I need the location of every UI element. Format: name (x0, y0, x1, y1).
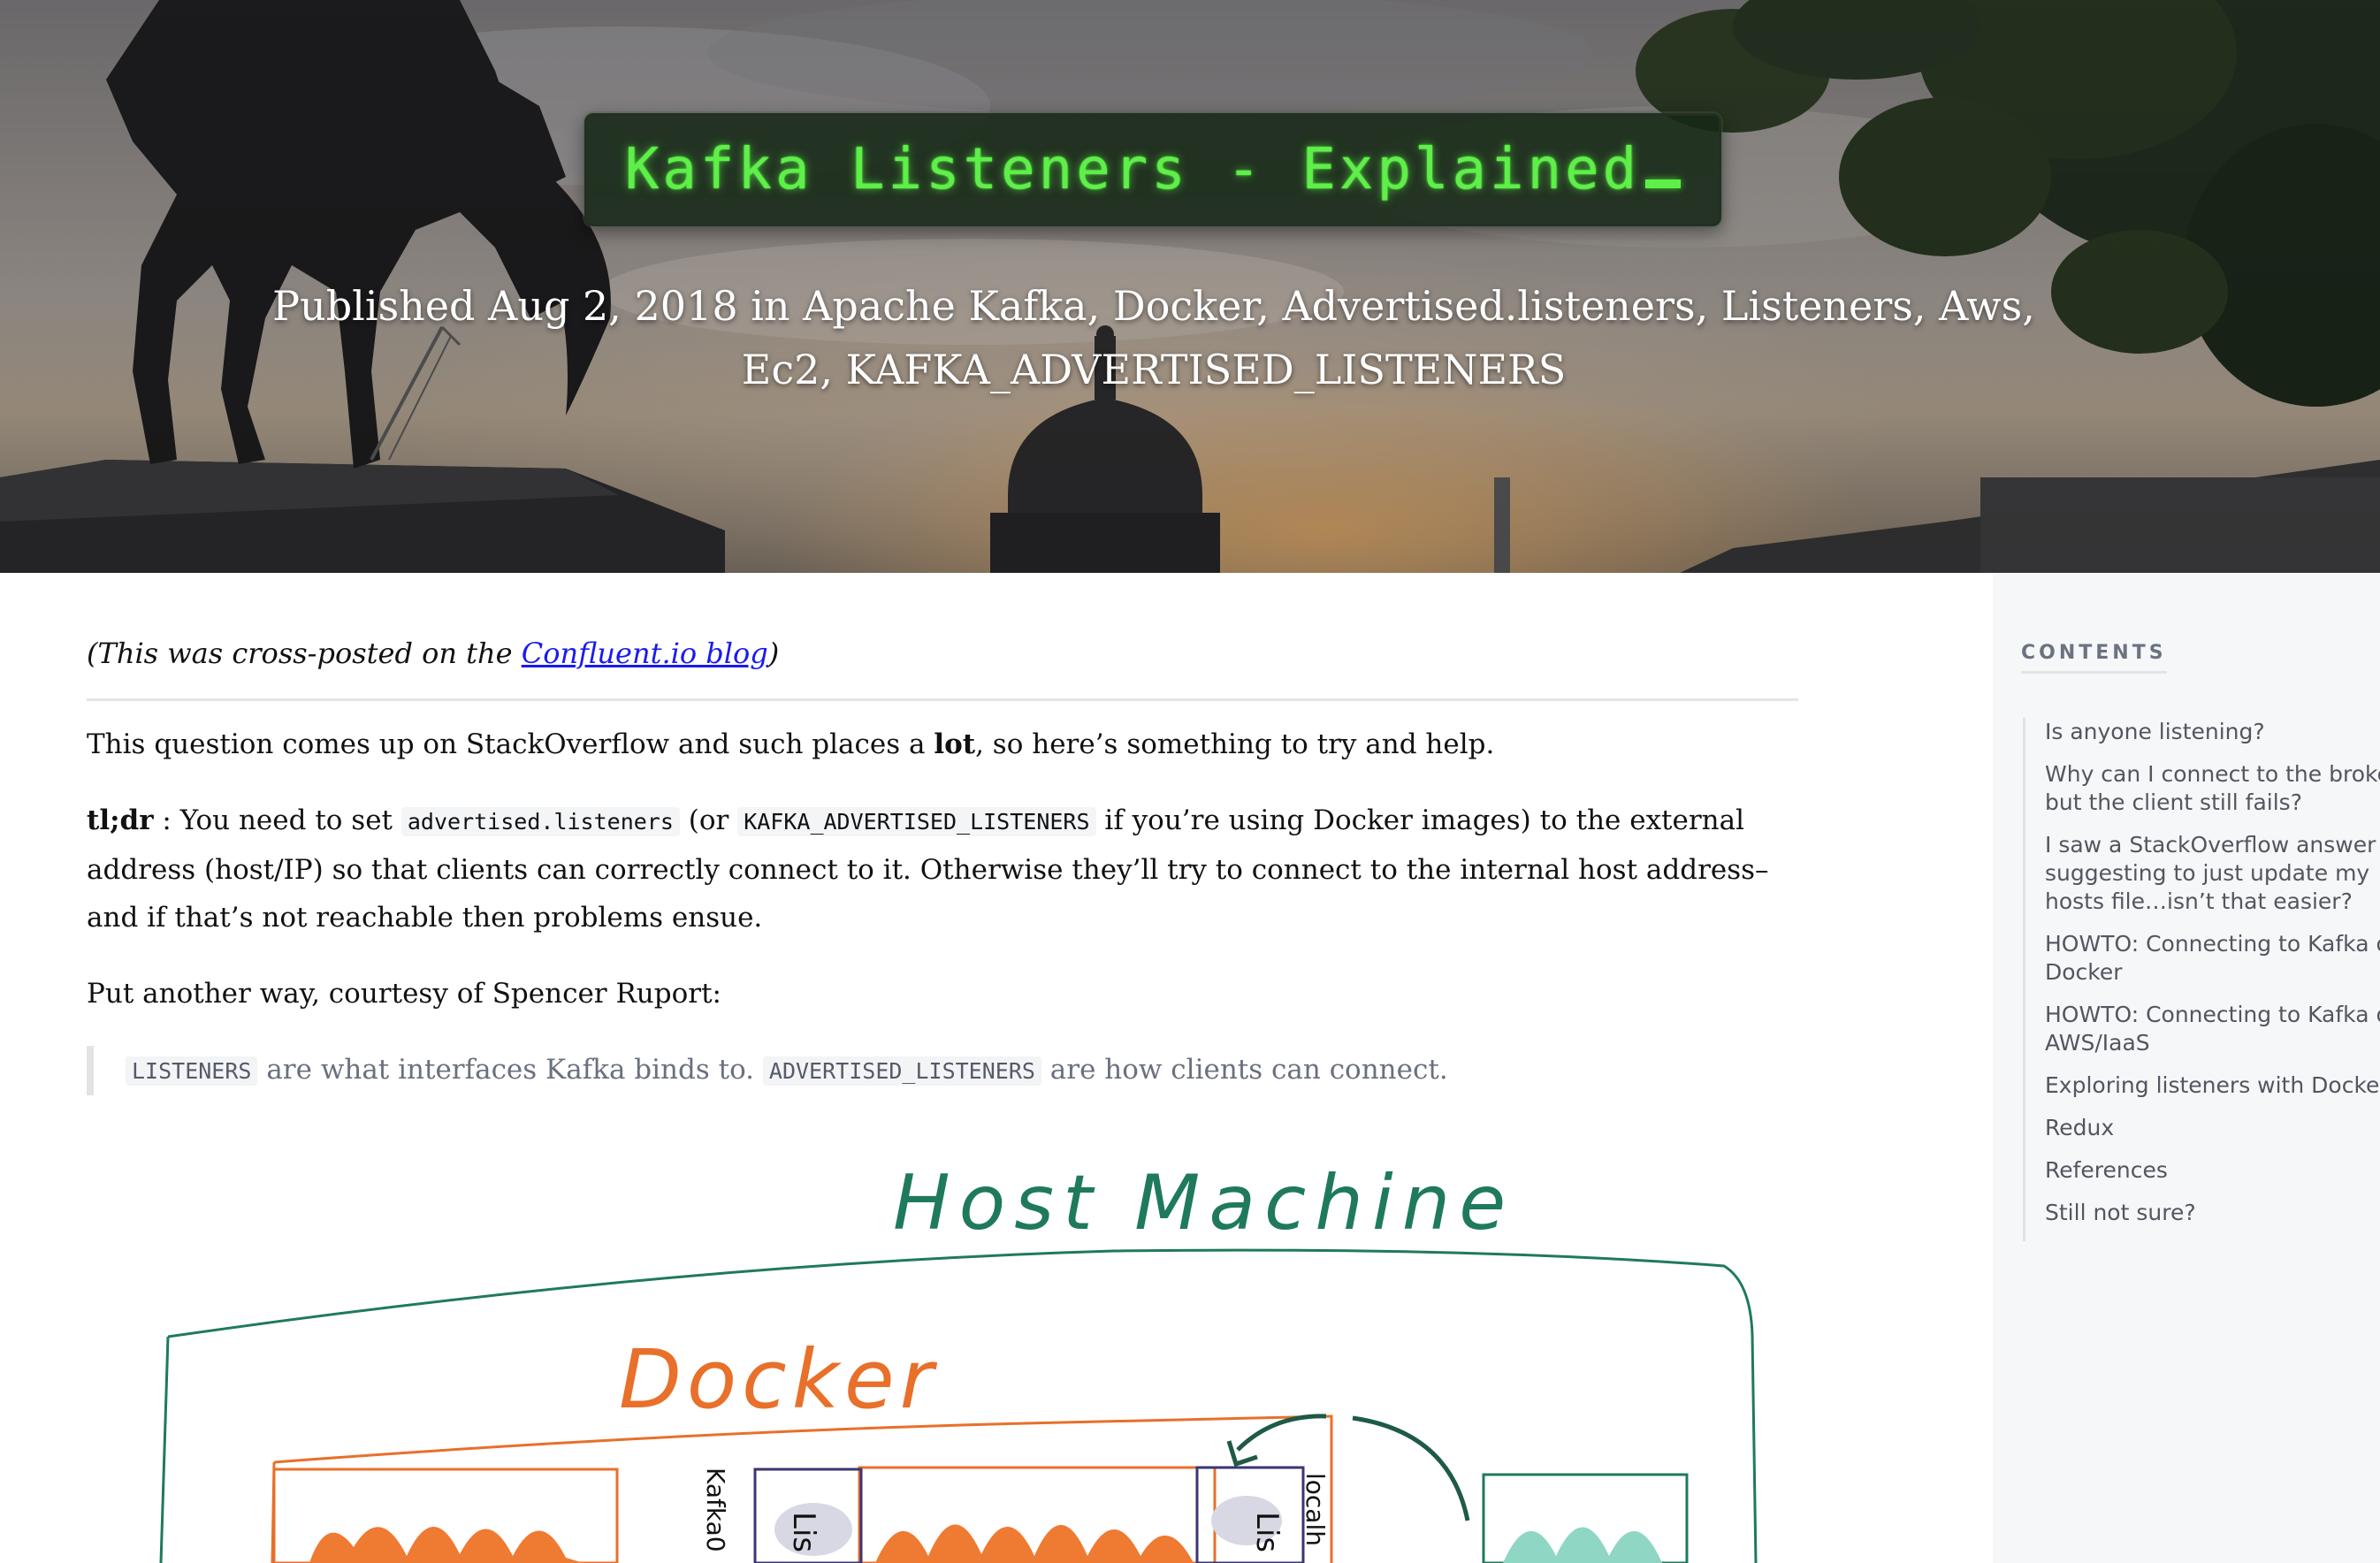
title-terminal-box: Kafka Listeners - Explained (584, 113, 1721, 226)
hero-banner: Kafka Listeners - Explained Published Au… (0, 0, 2380, 573)
listener-box-1 (753, 1468, 863, 1563)
arrow-line-2 (1352, 1415, 1470, 1521)
client-box (1482, 1473, 1689, 1563)
toc-item-howto-docker[interactable]: HOWTO: Connecting to Kafka on Docker (2045, 931, 2380, 985)
host-machine-box-left (159, 1336, 170, 1563)
page-title: Kafka Listeners - Explained (624, 137, 1682, 202)
table-of-contents: Is anyone listening? Why can I connect t… (2023, 718, 2380, 1241)
toc-item-is-anyone-listening[interactable]: Is anyone listening? (2045, 719, 2265, 744)
host-machine-label: Host Machine (893, 1159, 1514, 1247)
container-box-1 (272, 1468, 619, 1563)
page-title-text: Kafka Listeners - Explained (624, 137, 1641, 202)
arrow-head-icon (1226, 1440, 1258, 1468)
confluent-blog-link[interactable]: Confluent.io blog (521, 637, 768, 670)
sidebar: CONTENTS Is anyone listening? Why can I … (1993, 573, 2380, 1563)
intro-bold: lot (934, 728, 976, 760)
code-listeners: LISTENERS (126, 1056, 258, 1086)
intro-text-b: , so here’s something to try and help. (975, 728, 1495, 760)
toc-item-still-not-sure[interactable]: Still not sure? (2045, 1200, 2196, 1225)
code-advertised-listeners-quote: ADVERTISED_LISTENERS (762, 1056, 1041, 1086)
host-machine-box (167, 1248, 1758, 1563)
terminal-cursor-icon (1645, 179, 1682, 188)
listener-box-2 (1195, 1466, 1305, 1563)
crosspost-prefix: (This was cross-posted on the (87, 637, 522, 670)
toc-item-references[interactable]: References (2045, 1157, 2168, 1183)
quote-text-b: are how clients can connect. (1041, 1054, 1448, 1086)
listeners-diagram: Host Machine Docker Kafka0 Lis Lis local… (159, 1159, 1758, 1563)
toc-item-stackoverflow-hosts[interactable]: I saw a StackOverflow answer suggesting … (2045, 832, 2376, 914)
published-meta: Published Aug 2, 2018 in Apache Kafka, D… (272, 282, 2035, 393)
intro-paragraph: This question comes up on StackOverflow … (87, 721, 1798, 768)
blockquote: LISTENERS are what interfaces Kafka bind… (87, 1046, 1798, 1095)
tldr-label: tl;dr (87, 804, 154, 836)
container-scribble-1 (309, 1526, 584, 1563)
code-advertised-listeners: advertised.listeners (400, 807, 680, 836)
contents-heading: CONTENTS (2021, 642, 2167, 674)
tldr-paragraph: tl;dr : You need to set advertised.liste… (87, 797, 1798, 942)
toc-item-why-can-i-connect[interactable]: Why can I connect to the broker, but the… (2045, 761, 2380, 815)
quote-intro-paragraph: Put another way, courtesy of Spencer Rup… (87, 978, 721, 1010)
code-kafka-advertised-listeners: KAFKA_ADVERTISED_LISTENERS (737, 807, 1096, 836)
crosspost-note: (This was cross-posted on the Confluent.… (87, 629, 1798, 677)
hero-overlay (0, 0, 2380, 573)
hero-background-image (0, 0, 2380, 573)
tldr-text-c: if you’re using Docker images) to the ex… (87, 804, 1769, 934)
listener-scribble-2 (1211, 1496, 1282, 1545)
tldr-text-a: : You need to set (153, 804, 401, 836)
toc-item-exploring-docker[interactable]: Exploring listeners with Docker (2045, 1072, 2380, 1098)
crosspost-suffix: ) (767, 637, 780, 670)
localhost-label: localh (1301, 1473, 1330, 1546)
client-scribble (1503, 1527, 1662, 1563)
intro-text-a: This question comes up on StackOverflow … (87, 728, 934, 760)
article-body: (This was cross-posted on the Confluent.… (87, 573, 1798, 1095)
divider (87, 698, 1798, 701)
listener-scribble-1 (774, 1503, 852, 1556)
arrow-line (1236, 1414, 1327, 1452)
listener-label-2: Lis (1249, 1512, 1285, 1552)
listener-label-1: Lis (786, 1512, 821, 1552)
container-scribble-2 (875, 1524, 1194, 1563)
toc-item-howto-aws[interactable]: HOWTO: Connecting to Kafka on AWS/IaaS (2045, 1002, 2380, 1056)
toc-item-redux[interactable]: Redux (2045, 1115, 2115, 1140)
docker-label: Docker (619, 1332, 938, 1427)
kafka0-label: Kafka0 (701, 1468, 730, 1552)
docker-box (273, 1414, 1333, 1563)
quote-text-a: are what interfaces Kafka binds to. (257, 1054, 763, 1086)
tldr-text-b: (or (679, 804, 738, 836)
